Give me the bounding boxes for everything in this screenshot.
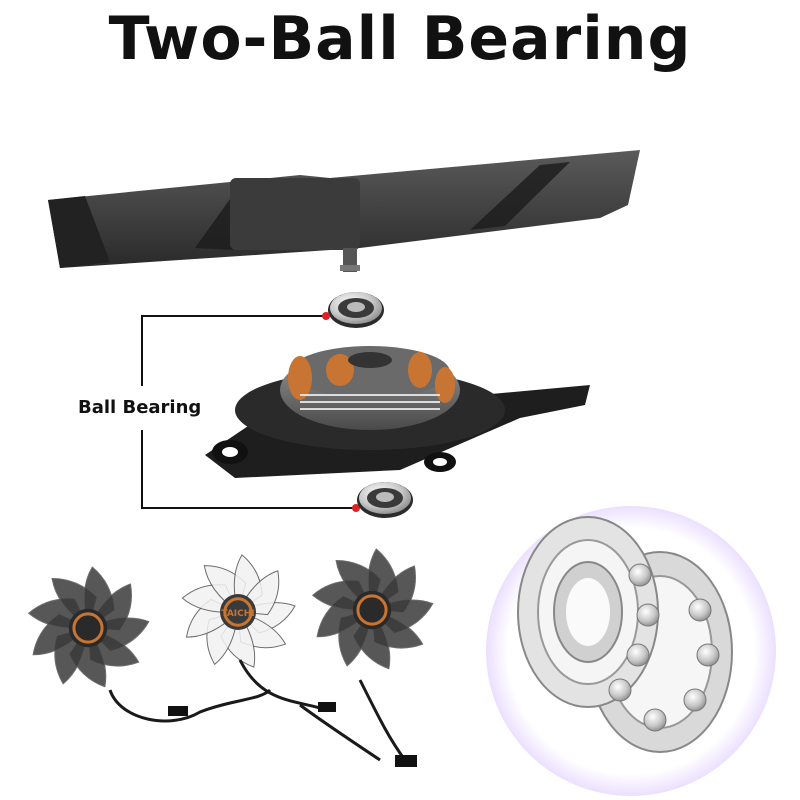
fan-logo-icon: [356, 594, 388, 626]
fan-logo-icon: [72, 612, 104, 644]
fan-hub-text: TAICHI: [221, 609, 254, 619]
connector-3: [395, 755, 417, 767]
bearing-closeup-icon: [517, 516, 733, 753]
fan-blade-assembly-icon: [48, 150, 640, 272]
fan-dark-left-icon: [27, 566, 150, 688]
ball-bearing-bottom-icon: [357, 482, 413, 518]
fans-group: TAICHI: [27, 548, 434, 688]
callout-dot-top: [322, 312, 330, 320]
fan-dark-right-icon: [311, 548, 434, 670]
motor-stator-icon: [205, 346, 590, 478]
connector-2: [318, 702, 336, 712]
fan-logo-icon: [223, 597, 253, 627]
fan-white-center-icon: TAICHI: [181, 554, 296, 668]
connector-1: [168, 706, 188, 716]
fan-cables-icon: [108, 659, 407, 762]
ball-bearing-label: Ball Bearing: [78, 397, 202, 418]
ball-bearing-top-icon: [328, 292, 384, 328]
callout-dot-bottom: [352, 504, 360, 512]
page-title: Two-Ball Bearing: [108, 4, 692, 74]
callout-lines: [141, 315, 356, 509]
